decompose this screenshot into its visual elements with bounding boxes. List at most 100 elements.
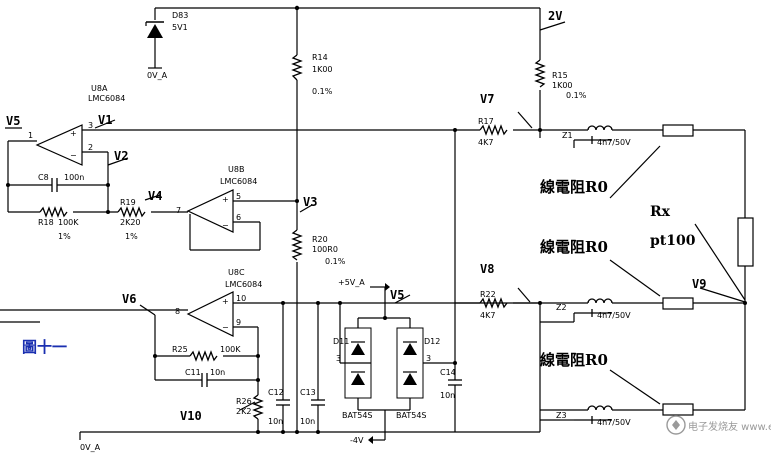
d12-ref: D12	[424, 337, 440, 346]
r15-value: 1K00	[552, 81, 573, 90]
node-v3: V3	[303, 195, 317, 209]
z1-ref: Z1	[562, 131, 573, 140]
r22-value: 4K7	[480, 311, 495, 320]
c11-ref: C11	[185, 368, 201, 377]
r18-ref: R18	[38, 218, 54, 227]
r17-ref: R17	[478, 117, 494, 126]
resistor-r17	[479, 124, 508, 136]
node-v4: V4	[148, 189, 162, 203]
r14-value: 1K00	[312, 65, 333, 74]
resistor-r26	[252, 394, 264, 420]
opamp-u8a: + −	[35, 124, 83, 166]
r26-value: 2K2	[236, 407, 251, 416]
plus5-label: +5V_A	[338, 278, 365, 287]
r14-ref: R14	[312, 53, 328, 62]
r15-ref: R15	[552, 71, 568, 80]
r20-ref: R20	[312, 235, 328, 244]
r19-ref: R19	[120, 198, 136, 207]
node-v5-left: V5	[6, 114, 20, 128]
c8-value: 100n	[64, 173, 84, 182]
resistor-r20	[291, 229, 303, 261]
d12-part: BAT54S	[396, 411, 426, 420]
minus4-label: -4V	[350, 436, 364, 445]
c13-ref: C13	[300, 388, 316, 397]
watermark-logo	[666, 415, 686, 435]
emi-filter-z1	[573, 125, 613, 148]
svg-text:+: +	[222, 195, 229, 204]
wire-resistance-1	[662, 124, 694, 137]
u8b-pin7: 7	[176, 206, 181, 215]
u8b-ref: U8B	[228, 165, 244, 174]
c11-value: 10n	[210, 368, 225, 377]
zener-d83	[145, 21, 164, 38]
u8a-part: LMC6084	[88, 94, 125, 103]
figure-label: 圖十一	[22, 338, 67, 356]
gnd-top-label: 0V_A	[147, 71, 168, 80]
c13-value: 10n	[300, 417, 315, 426]
wire-res-label-3: 線電阻R0	[540, 351, 608, 369]
u8b-part: LMC6084	[220, 177, 257, 186]
u8a-pin1: 1	[28, 131, 33, 140]
rtd-pt100	[737, 217, 754, 267]
u8a-pin2: 2	[88, 143, 93, 152]
wire-resistance-2	[662, 297, 694, 310]
r20-value: 100R0	[312, 245, 338, 254]
node-v1: V1	[98, 113, 112, 127]
node-v7: V7	[480, 92, 494, 106]
u8b-pin5: 5	[236, 192, 241, 201]
watermark-text: 电子发烧友 www.elecfans.com	[688, 420, 771, 433]
wire-res-label-1: 線電阻R0	[540, 178, 608, 196]
d11-pin: 3	[336, 354, 341, 363]
z1-value: 4n7/50V	[597, 138, 631, 147]
r18-value: 100K	[58, 218, 79, 227]
resistor-r25	[189, 350, 218, 362]
r20-tol: 0.1%	[325, 257, 346, 266]
u8a-ref: U8A	[91, 84, 108, 93]
r22-ref: R22	[480, 290, 496, 299]
node-v8: V8	[480, 262, 494, 276]
pt100-label: pt100	[650, 233, 696, 249]
node-v2: V2	[114, 149, 128, 163]
c14-ref: C14	[440, 368, 456, 377]
r14-tol: 0.1%	[312, 87, 333, 96]
rx-label: Rx	[650, 204, 671, 220]
svg-text:+: +	[222, 297, 229, 306]
r19-value: 2K20	[120, 218, 141, 227]
junction	[294, 5, 300, 11]
svg-text:−: −	[222, 323, 229, 332]
r18-tol: 1%	[58, 232, 71, 241]
d83-ref: D83	[172, 11, 188, 20]
resistor-r22	[479, 297, 508, 309]
opamp-u8b: + −	[186, 189, 234, 233]
c12-ref: C12	[268, 388, 284, 397]
gnd-bottom-label: 0V_A	[80, 443, 101, 452]
resistor-r14	[291, 54, 303, 81]
node-v5-mid: V5	[390, 288, 404, 302]
z2-ref: Z2	[556, 303, 567, 312]
u8c-ref: U8C	[228, 268, 245, 277]
opamp-u8c: + −	[186, 291, 234, 337]
diode-d12	[396, 327, 424, 399]
wire-res-label-2: 線電阻R0	[540, 238, 608, 256]
z3-value: 4n7/50V	[597, 418, 631, 427]
c14-value: 10n	[440, 391, 455, 400]
r17-value: 4K7	[478, 138, 493, 147]
svg-text:+: +	[70, 129, 77, 138]
node-2v: 2V	[548, 9, 562, 23]
u8c-pin8: 8	[175, 307, 180, 316]
wire-resistance-3	[662, 403, 694, 416]
emi-filter-z2	[560, 298, 613, 323]
r19-tol: 1%	[125, 232, 138, 241]
node-v10: V10	[180, 409, 202, 423]
d11-ref: D11	[333, 337, 349, 346]
d83-value: 5V1	[172, 23, 188, 32]
resistor-r18	[39, 206, 68, 218]
u8c-part: LMC6084	[225, 280, 262, 289]
u8b-pin6: 6	[236, 213, 241, 222]
d12-pin: 3	[426, 354, 431, 363]
u8a-pin3: 3	[88, 121, 93, 130]
d11-part: BAT54S	[342, 411, 372, 420]
u8c-pin9: 9	[236, 318, 241, 327]
